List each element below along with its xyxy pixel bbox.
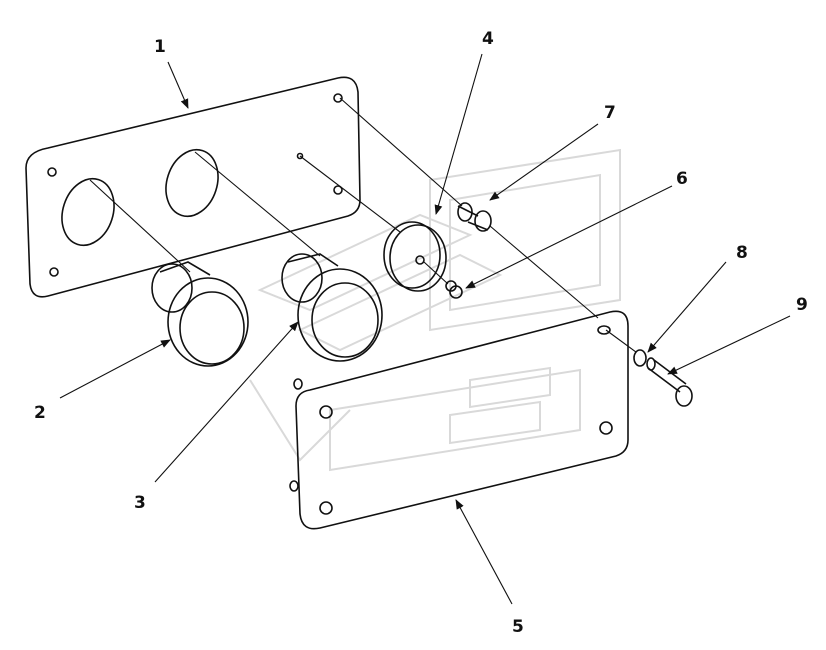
leader-4 (434, 53, 483, 215)
nut-6 (423, 261, 463, 299)
callout-4: 4 (482, 29, 494, 49)
callout-8: 8 (736, 243, 748, 263)
leader-6 (465, 185, 673, 289)
spacer-7 (339, 97, 599, 319)
callout-7: 7 (604, 103, 616, 123)
callout-labels: 1 2 3 4 5 6 7 8 9 (34, 29, 808, 637)
leader-5 (455, 499, 513, 605)
indicator-lamp-3 (194, 151, 383, 362)
indicator-lamp-2 (89, 179, 249, 367)
callout-3: 3 (134, 493, 146, 513)
leader-7 (489, 123, 599, 201)
watermark-logo (249, 148, 621, 472)
callout-2: 2 (34, 403, 46, 423)
leader-2 (59, 339, 171, 399)
front-plate (289, 310, 629, 530)
leader-9 (667, 315, 791, 375)
callout-1: 1 (154, 37, 166, 57)
leader-8 (647, 261, 727, 353)
screw-9 (646, 357, 693, 407)
washer-8 (605, 329, 647, 367)
callout-6: 6 (676, 169, 688, 189)
gauge-4 (299, 155, 447, 292)
leader-lines (59, 53, 791, 605)
callout-9: 9 (796, 295, 808, 315)
leader-3 (154, 321, 299, 483)
callout-5: 5 (512, 617, 524, 637)
leader-1 (167, 61, 189, 109)
back-plate (25, 76, 361, 298)
